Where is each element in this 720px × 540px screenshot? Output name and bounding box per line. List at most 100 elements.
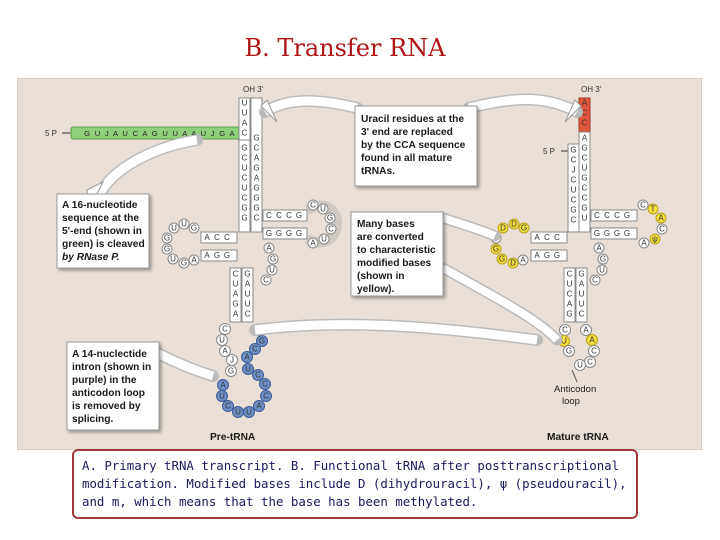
svg-text:G: G bbox=[253, 204, 259, 213]
svg-text:U: U bbox=[320, 205, 326, 214]
svg-text:A: A bbox=[204, 251, 210, 260]
callout-cca: Uracil residues at the 3' end are replac… bbox=[259, 93, 583, 187]
svg-text:ψ: ψ bbox=[652, 235, 658, 244]
svg-text:U: U bbox=[577, 361, 583, 370]
svg-text:C: C bbox=[266, 211, 272, 220]
svg-text:G: G bbox=[594, 229, 600, 238]
svg-text:G: G bbox=[624, 229, 630, 238]
callout-leader: A 16-nucleotide sequence at the 5'-end (… bbox=[56, 134, 203, 269]
svg-text:A: A bbox=[589, 336, 595, 345]
svg-text:C: C bbox=[254, 214, 260, 223]
svg-text:G: G bbox=[544, 251, 550, 260]
svg-text:C: C bbox=[571, 216, 577, 225]
svg-text:C: C bbox=[310, 201, 316, 210]
anticodon-loop-label: Anticodon loop bbox=[554, 369, 596, 407]
svg-text:C: C bbox=[567, 290, 573, 299]
svg-text:C: C bbox=[582, 154, 588, 163]
svg-text:G: G bbox=[164, 234, 170, 243]
callout-modified: Many bases are converted to characterist… bbox=[350, 211, 563, 346]
svg-text:C: C bbox=[567, 270, 573, 279]
svg-text:C: C bbox=[582, 194, 588, 203]
svg-text:G: G bbox=[241, 214, 247, 223]
svg-text:A: A bbox=[579, 280, 585, 289]
mature-trna-5p-label: 5 P bbox=[543, 147, 555, 156]
svg-text:C: C bbox=[591, 347, 597, 356]
svg-text:G: G bbox=[570, 146, 576, 155]
svg-text:G: G bbox=[241, 144, 247, 153]
svg-text:G: G bbox=[253, 164, 259, 173]
svg-text:G: G bbox=[566, 310, 572, 319]
svg-text:A: A bbox=[266, 244, 272, 253]
svg-text:G: G bbox=[214, 251, 220, 260]
svg-text:G: G bbox=[228, 367, 234, 376]
svg-text:A: A bbox=[520, 256, 526, 265]
svg-text:A: A bbox=[583, 326, 589, 335]
svg-text:C: C bbox=[544, 233, 550, 242]
anticodon-label-line1: Anticodon bbox=[554, 384, 596, 395]
callout-modified-line1: Many bases bbox=[357, 219, 415, 230]
callout-leader-line4: green) is cleaved bbox=[62, 239, 145, 250]
svg-text:G: G bbox=[241, 204, 247, 213]
svg-text:U: U bbox=[219, 392, 225, 401]
svg-text:G: G bbox=[499, 255, 505, 264]
svg-text:U: U bbox=[245, 290, 251, 299]
svg-text:G: G bbox=[581, 144, 587, 153]
callout-intron-line6: splicing. bbox=[72, 414, 113, 425]
svg-text:G: G bbox=[604, 229, 610, 238]
svg-text:U: U bbox=[599, 266, 605, 275]
svg-text:A: A bbox=[582, 99, 588, 108]
callout-modified-line4: modified bases bbox=[357, 258, 431, 269]
svg-text:U: U bbox=[246, 408, 252, 417]
svg-text:A: A bbox=[242, 119, 248, 128]
svg-text:C: C bbox=[276, 211, 282, 220]
svg-text:A: A bbox=[204, 233, 210, 242]
svg-text:G: G bbox=[253, 184, 259, 193]
svg-text:C: C bbox=[562, 326, 568, 335]
svg-text:A: A bbox=[582, 134, 588, 143]
svg-text:G: G bbox=[296, 211, 302, 220]
svg-text:C: C bbox=[571, 156, 577, 165]
trna-figure: OH 3' 5 P G U J A U C A G U U A A U J G … bbox=[16, 77, 703, 451]
caption-line-3: and m, which means that the base has bee… bbox=[82, 494, 478, 509]
svg-text:A: A bbox=[244, 353, 250, 362]
svg-text:A: A bbox=[245, 280, 251, 289]
svg-text:C: C bbox=[594, 211, 600, 220]
svg-text:G: G bbox=[493, 245, 499, 254]
svg-text:C: C bbox=[582, 119, 588, 128]
callout-modified-line2: are converted bbox=[357, 232, 424, 243]
pre-trna: OH 3' 5 P G U J A U C A G U U A A U J G … bbox=[45, 85, 342, 443]
callout-leader-line3: 5'-end (shown in bbox=[62, 226, 142, 237]
pre-trna-anticodon-stem: CU AG A GA UU C bbox=[229, 267, 254, 323]
svg-text:G: G bbox=[253, 194, 259, 203]
mature-trna-variable-loop: A G U C bbox=[589, 242, 609, 286]
svg-text:C: C bbox=[582, 109, 588, 118]
svg-text:C: C bbox=[245, 310, 251, 319]
svg-text:U: U bbox=[233, 280, 239, 289]
svg-text:G: G bbox=[521, 224, 527, 233]
pre-trna-oh-label: OH 3' bbox=[243, 85, 264, 94]
svg-text:G: G bbox=[581, 204, 587, 213]
svg-text:A: A bbox=[254, 154, 260, 163]
callout-leader-line2: sequence at the bbox=[62, 213, 139, 224]
callout-leader-line5: by RNase P. bbox=[62, 252, 120, 263]
callout-intron-line1: A 14-nuclectide bbox=[72, 349, 147, 360]
pre-trna-5p-label: 5 P bbox=[45, 129, 57, 138]
callout-intron-line2: intron (shown in bbox=[72, 362, 151, 373]
svg-text:G: G bbox=[286, 229, 292, 238]
svg-text:U: U bbox=[321, 235, 327, 244]
svg-text:C: C bbox=[614, 211, 620, 220]
svg-text:U: U bbox=[242, 184, 248, 193]
svg-text:U: U bbox=[571, 186, 577, 195]
svg-text:C: C bbox=[222, 325, 228, 334]
svg-text:A: A bbox=[641, 239, 647, 248]
svg-text:J: J bbox=[572, 166, 576, 175]
mature-trna-oh-label: OH 3' bbox=[581, 85, 602, 94]
svg-text:C: C bbox=[582, 184, 588, 193]
svg-text:U: U bbox=[242, 109, 248, 118]
slide-title: B. Transfer RNA bbox=[244, 34, 446, 62]
pre-trna-acceptor-stem: UU AC GC UC UC GG GC AG AG GG C bbox=[238, 97, 263, 233]
callout-intron: A 14-nuclectide intron (shown in purple)… bbox=[66, 318, 543, 431]
